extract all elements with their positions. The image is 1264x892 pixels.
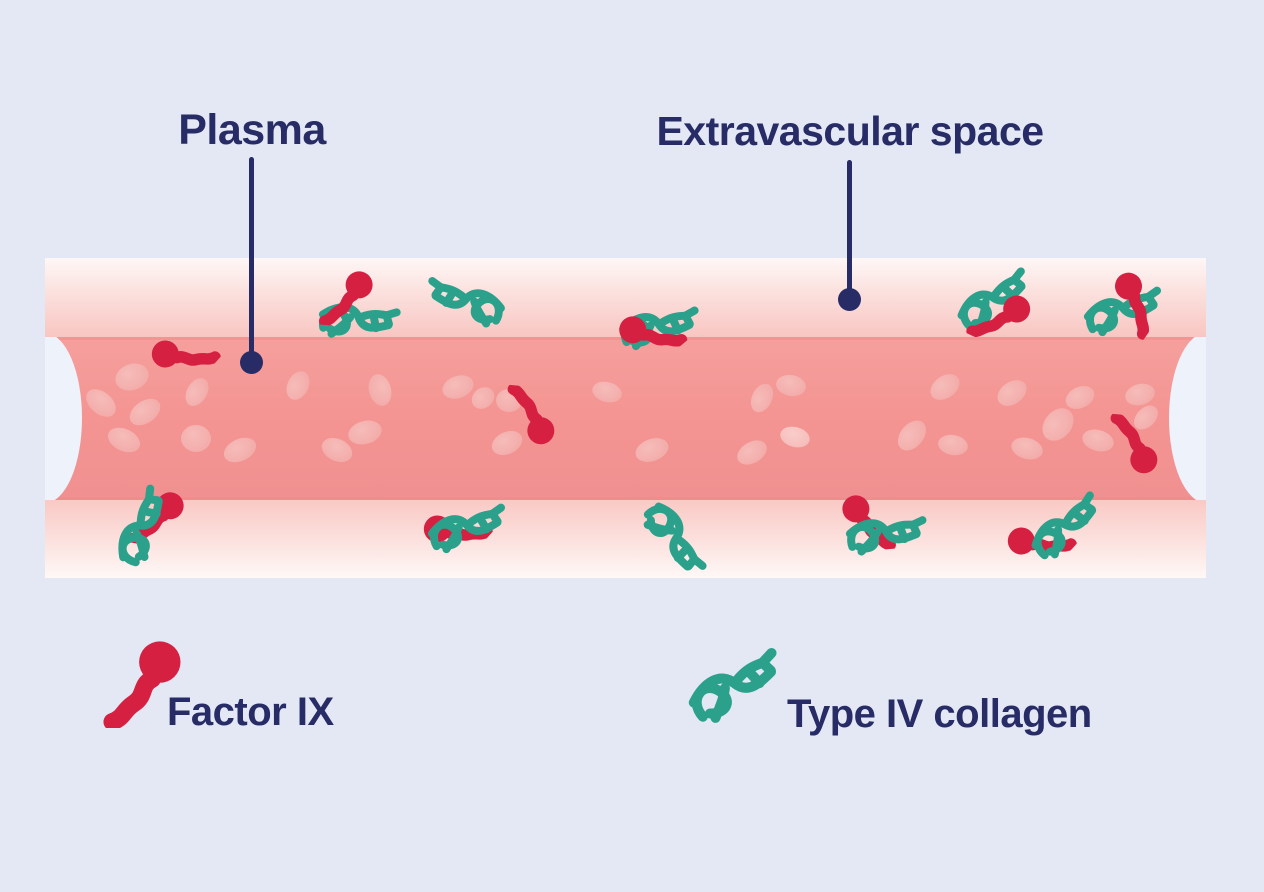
vessel-wall-top-extravascular-space [45, 258, 1206, 337]
vessel-opening-right [1169, 337, 1206, 500]
blood-cell [632, 433, 672, 467]
blood-cell [1061, 381, 1099, 413]
blood-cell [345, 416, 385, 448]
blood-cell [746, 380, 778, 416]
blood-cell [936, 432, 970, 458]
blood-cell [589, 378, 625, 406]
lumen-bottom-edge [45, 497, 1206, 500]
type-iv-collagen-legend-label: Type IV collagen [787, 692, 1092, 736]
blood-cell [181, 424, 211, 452]
blood-cell [487, 426, 527, 460]
blood-cell [111, 358, 153, 396]
blood-cell [732, 434, 772, 470]
blood-cell [925, 368, 965, 406]
extravascular-leader-line [847, 160, 852, 299]
blood-vessel [45, 258, 1206, 578]
extravascular-pointer-dot-icon [838, 288, 861, 311]
blood-cell [124, 393, 166, 431]
lumen-top-edge [45, 337, 1206, 340]
blood-cell [1122, 379, 1158, 409]
blood-cell [282, 366, 314, 404]
blood-cell [774, 372, 808, 398]
blood-cell [80, 383, 122, 423]
blood-cell [180, 374, 214, 410]
blood-cell [1079, 425, 1117, 455]
blood-cell [1008, 433, 1046, 463]
type-iv-collagen-icon [678, 641, 785, 726]
blood-cell [892, 414, 932, 456]
plasma-leader-line [249, 157, 254, 362]
blood-cell [777, 423, 813, 451]
extravascular-space-label: Extravascular space [656, 108, 1044, 154]
blood-cell [992, 374, 1032, 412]
blood-cell [219, 432, 261, 468]
plasma-pointer-dot-icon [240, 351, 263, 374]
vessel-opening-left [45, 337, 82, 500]
vessel-wall-bottom-extravascular-space [45, 500, 1206, 578]
blood-cell [365, 371, 395, 409]
blood-cell [496, 388, 522, 412]
vessel-lumen-plasma [45, 337, 1206, 500]
blood-cell [103, 422, 145, 458]
factor-ix-legend-label: Factor IX [167, 690, 334, 734]
plasma-label: Plasma [178, 106, 326, 154]
